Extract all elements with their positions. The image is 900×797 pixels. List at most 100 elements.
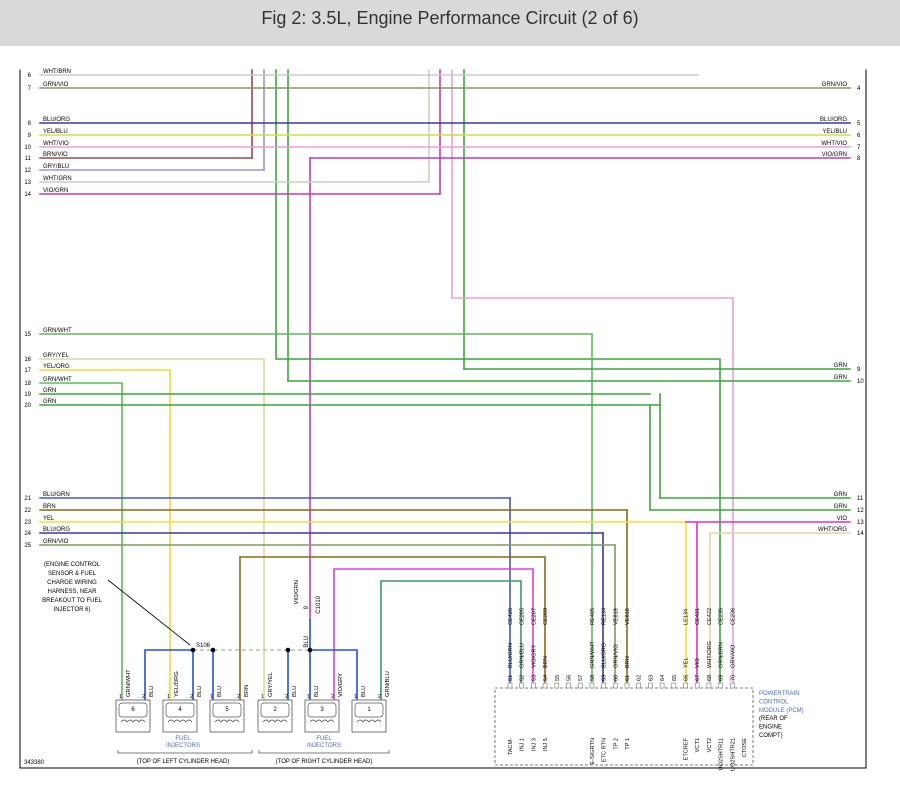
wire-label-right: BLU/ORG bbox=[820, 117, 847, 123]
pcm-pin-wire: GRN/WHT bbox=[590, 641, 596, 668]
pcm-pin-number: 67 bbox=[695, 675, 701, 681]
vertical-wires bbox=[121, 69, 851, 701]
pcm-pin-function: E-SIGRTN bbox=[590, 738, 596, 765]
pcm-pin-number: 65 bbox=[672, 675, 678, 681]
pcm-pin-function: VCT1 bbox=[695, 738, 701, 752]
wire-label-left: GRN bbox=[43, 399, 56, 405]
wire-num-left: 14 bbox=[24, 192, 31, 198]
wire-num-left: 8 bbox=[28, 121, 32, 127]
injector-number: 2 bbox=[273, 707, 277, 713]
injector-pin2-wire: BLU bbox=[197, 686, 203, 697]
fuel-injector-3 bbox=[304, 699, 340, 733]
pcm-pin-circuit: LE134 bbox=[684, 609, 690, 625]
pcm-pin-function: ETCREF bbox=[684, 737, 690, 760]
injector-pin-2: 2 bbox=[237, 694, 240, 700]
note-text: SENSOR & FUEL bbox=[48, 571, 97, 577]
wire-num-right: 6 bbox=[857, 133, 861, 139]
connector-ref-label: C1010 bbox=[316, 595, 322, 613]
injector-pin1-wire: YEL/ORG bbox=[174, 671, 180, 697]
pcm-pin-terminal bbox=[671, 682, 677, 689]
injector-pin-2: 2 bbox=[331, 694, 334, 700]
pcm-pin-terminal bbox=[577, 682, 583, 689]
fuel-injector-5 bbox=[209, 699, 245, 733]
pcm-pin-function: UO2SHTR21 bbox=[730, 738, 736, 771]
splice-label: S106 bbox=[196, 643, 211, 649]
injector-number: 1 bbox=[367, 707, 371, 713]
inj5-brn-to-pcm54 bbox=[239, 556, 546, 700]
pcm-pin-terminal bbox=[624, 682, 630, 689]
note-text: BREAKOUT TO FUEL bbox=[42, 598, 102, 604]
pcm-pin-terminal bbox=[566, 682, 571, 689]
pcm-pin-terminal bbox=[531, 682, 536, 689]
wire-num-left: 23 bbox=[24, 520, 31, 526]
right-group-bracket bbox=[258, 750, 390, 754]
injector-pin-1: 1 bbox=[261, 694, 264, 700]
injector-pin-1: 1 bbox=[354, 694, 357, 700]
injector-pin2-wire: BRN bbox=[244, 685, 250, 697]
pcm-pin-wire: VIO/GRY bbox=[531, 645, 537, 668]
pcm-pin-terminal bbox=[706, 682, 712, 689]
pcm-label: CONTROL bbox=[759, 699, 789, 705]
pcm-pin-terminal bbox=[648, 682, 653, 689]
injector-pin1-wire: BLU bbox=[314, 686, 320, 697]
blu-bus-left bbox=[144, 649, 194, 700]
wire-num-left: 11 bbox=[25, 156, 32, 162]
pcm-pin-number: 69 bbox=[719, 675, 725, 681]
injector-group-caption: (TOP OF RIGHT CYLINDER HEAD) bbox=[276, 759, 373, 765]
injector-pin-1: 1 bbox=[119, 694, 122, 700]
pcm-pin-number: 57 bbox=[578, 675, 584, 681]
pcm-pin-terminal bbox=[683, 682, 688, 689]
wire-label-right: VIO/GRN bbox=[822, 152, 847, 158]
pcm-pin-circuit: CE422 bbox=[707, 608, 713, 625]
wire-num-left: 17 bbox=[24, 368, 31, 374]
pcm-pin-function: UO2SHTR11 bbox=[719, 738, 725, 771]
wire-num-left: 13 bbox=[24, 180, 31, 186]
pcm-pin-wire: WHT/ORG bbox=[707, 641, 713, 668]
wire-label-left: BLU/GRN bbox=[43, 492, 70, 498]
wire-num-left: 16 bbox=[24, 357, 31, 363]
pcm-pin-number: 55 bbox=[555, 675, 561, 681]
injector-pin-1: 1 bbox=[167, 694, 170, 700]
left-group-bracket bbox=[117, 750, 253, 754]
pcm-pin-circuit: VE819 bbox=[613, 608, 619, 625]
pcm-label: COMPT) bbox=[759, 733, 783, 739]
wire-num-right: 8 bbox=[857, 156, 861, 162]
wire-label-left: GRN/WHT bbox=[43, 328, 72, 334]
splice-dot bbox=[190, 647, 196, 653]
connector-pin-label: 9 bbox=[304, 605, 310, 609]
note-text: HARNESS, NEAR bbox=[47, 589, 97, 595]
wire-label-right: VIO bbox=[837, 516, 848, 522]
fuel-injector-1 bbox=[351, 699, 387, 733]
wire-label-right: GRN/VIO bbox=[822, 82, 848, 88]
injector-number: 6 bbox=[131, 707, 135, 713]
pcm-pin-wire: YEL bbox=[684, 657, 690, 668]
connector-wire-label: VIO/GRN bbox=[294, 580, 300, 604]
injector-window bbox=[307, 702, 337, 718]
wire-num-left: 15 bbox=[24, 332, 31, 338]
pcm-pin-terminal bbox=[542, 682, 548, 689]
pcm-label: ENGINE bbox=[759, 725, 782, 731]
page-title: Fig 2: 3.5L, Engine Performance Circuit … bbox=[261, 8, 639, 28]
wire-label-right: GRN bbox=[834, 375, 847, 381]
wire-num-left: 12 bbox=[24, 168, 31, 174]
wire-num-left: 6 bbox=[28, 73, 32, 79]
splice-dot bbox=[307, 647, 313, 653]
pcm-pin-wire: GRN/BLU bbox=[520, 643, 526, 668]
wire-num-right: 12 bbox=[857, 508, 864, 514]
pcm-pin-terminal bbox=[694, 682, 700, 689]
wire-num-left: 21 bbox=[24, 496, 31, 502]
horizontal-wires bbox=[39, 74, 851, 546]
injector-pin-2: 2 bbox=[190, 694, 193, 700]
fuel-injector-4 bbox=[162, 699, 198, 733]
diagram-frame bbox=[19, 69, 867, 769]
wire-label-left: BLU/ORG bbox=[43, 117, 70, 123]
wire-num-left: 19 bbox=[24, 392, 31, 398]
pcm-pin-terminal bbox=[636, 682, 642, 689]
injector-pin1-wire: GRY/YEL bbox=[268, 671, 274, 697]
pcm-pin-circuit: CE205 bbox=[520, 608, 526, 625]
pcm-pin-number: 56 bbox=[567, 675, 573, 681]
pcm-pin-number: 52 bbox=[520, 675, 526, 681]
pcm-pin-wire: GRN/BRN bbox=[719, 642, 725, 668]
injector-pin2-wire: BLU bbox=[149, 686, 155, 697]
